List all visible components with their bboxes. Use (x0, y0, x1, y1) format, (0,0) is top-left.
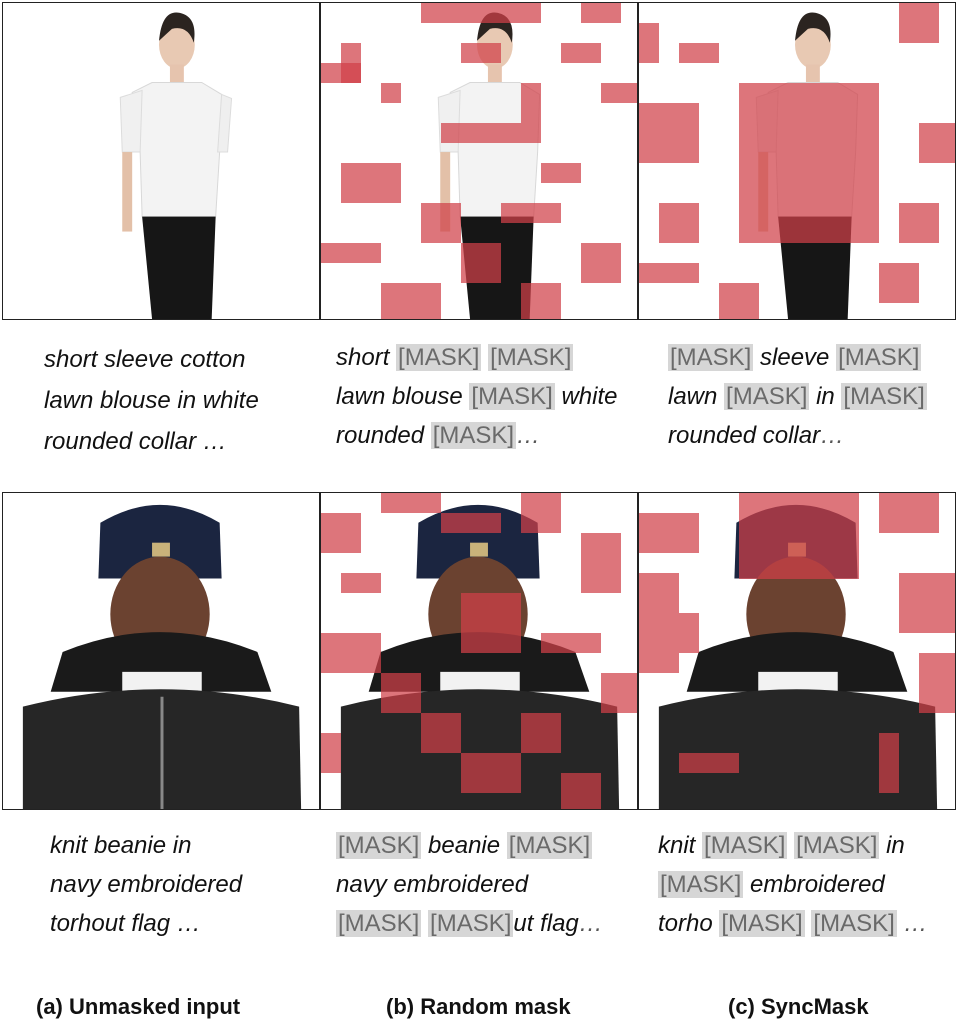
blouse-photo (119, 12, 233, 319)
caption-random-1: short [MASK] [MASK] lawn blouse [MASK] w… (336, 338, 617, 455)
mask-token: [MASK] (841, 383, 927, 410)
syncmask-overlay (639, 493, 955, 809)
mask-token: [MASK] (724, 383, 810, 410)
caption-line: lawn blouse in white (44, 387, 259, 414)
random-mask-overlay (321, 3, 637, 319)
caption-random-2: [MASK] beanie [MASK] navy embroidered [M… (336, 826, 603, 943)
image-syncmask-blouse (638, 2, 956, 320)
caption-line: short [MASK] [MASK] (336, 338, 617, 377)
caption-line: knit beanie in (50, 832, 192, 859)
label-unmasked-input: (a) Unmasked input (36, 994, 241, 1019)
mask-token: [MASK] (811, 910, 897, 937)
word: in (816, 383, 835, 410)
beanie-photo (22, 504, 302, 809)
image-syncmask-beanie (638, 492, 956, 810)
mask-token: [MASK] (836, 344, 922, 371)
word: knit (658, 832, 696, 859)
word: lawn blouse (336, 383, 463, 410)
random-mask-overlay (321, 493, 637, 809)
caption-line: torho [MASK] [MASK] … (658, 904, 927, 943)
mask-token: [MASK] (488, 344, 574, 371)
caption-line: rounded collar… (668, 416, 927, 455)
caption-line: knit [MASK] [MASK] in (658, 826, 927, 865)
word: sleeve (760, 344, 830, 371)
caption-line: rounded collar … (44, 428, 227, 455)
mask-token: [MASK] (430, 422, 517, 449)
caption-line: navy embroidered (50, 871, 243, 898)
mask-token: [MASK] (336, 910, 422, 937)
ellipsis: … (903, 910, 928, 937)
syncmask-overlay (639, 3, 955, 319)
image-random-mask-blouse (320, 2, 638, 320)
caption-line: [MASK] sleeve [MASK] (668, 338, 927, 377)
caption-syncmask-1: [MASK] sleeve [MASK] lawn [MASK] in [MAS… (668, 338, 927, 455)
word: short (336, 344, 390, 371)
word: in (886, 832, 905, 859)
caption-line: short sleeve cotton (44, 346, 246, 373)
caption-line: [MASK] [MASK]ut flag… (336, 904, 603, 943)
caption-unmasked-2: knit beanie in navy embroidered torhout … (50, 826, 242, 943)
mask-token: [MASK] (428, 910, 514, 937)
image-unmasked-beanie (2, 492, 320, 810)
label-syncmask: (c) SyncMask (728, 994, 869, 1019)
caption-line: [MASK] embroidered (658, 865, 927, 904)
word: navy embroidered (336, 871, 529, 898)
mask-token: [MASK] (719, 910, 805, 937)
word: white (561, 383, 618, 410)
caption-line: lawn [MASK] in [MASK] (668, 377, 927, 416)
word: rounded collar (668, 422, 821, 449)
caption-line: torhout flag … (50, 910, 201, 937)
caption-line: navy embroidered (336, 865, 603, 904)
mask-token: [MASK] (702, 832, 788, 859)
mask-token: [MASK] (794, 832, 880, 859)
ellipsis: … (820, 422, 845, 449)
caption-unmasked-1: short sleeve cotton lawn blouse in white… (44, 340, 259, 461)
image-unmasked-blouse (2, 2, 320, 320)
mask-token: [MASK] (469, 383, 555, 410)
ellipsis: … (516, 422, 541, 449)
image-random-mask-beanie (320, 492, 638, 810)
label-random-mask: (b) Random mask (386, 994, 571, 1019)
caption-syncmask-2: knit [MASK] [MASK] in [MASK] embroidered… (658, 826, 927, 943)
mask-token: [MASK] (506, 832, 593, 859)
mask-token: [MASK] (336, 832, 422, 859)
word: embroidered (750, 871, 885, 898)
word: torho (658, 910, 713, 937)
mask-token: [MASK] (396, 344, 482, 371)
caption-line: [MASK] beanie [MASK] (336, 826, 603, 865)
caption-line: lawn blouse [MASK] white (336, 377, 617, 416)
word: rounded (336, 422, 425, 449)
mask-token: [MASK] (658, 871, 744, 898)
word: ut flag (513, 910, 579, 937)
word: beanie (428, 832, 501, 859)
ellipsis: … (578, 910, 603, 937)
caption-line: rounded [MASK]… (336, 416, 617, 455)
mask-token: [MASK] (668, 344, 754, 371)
word: lawn (668, 383, 718, 410)
